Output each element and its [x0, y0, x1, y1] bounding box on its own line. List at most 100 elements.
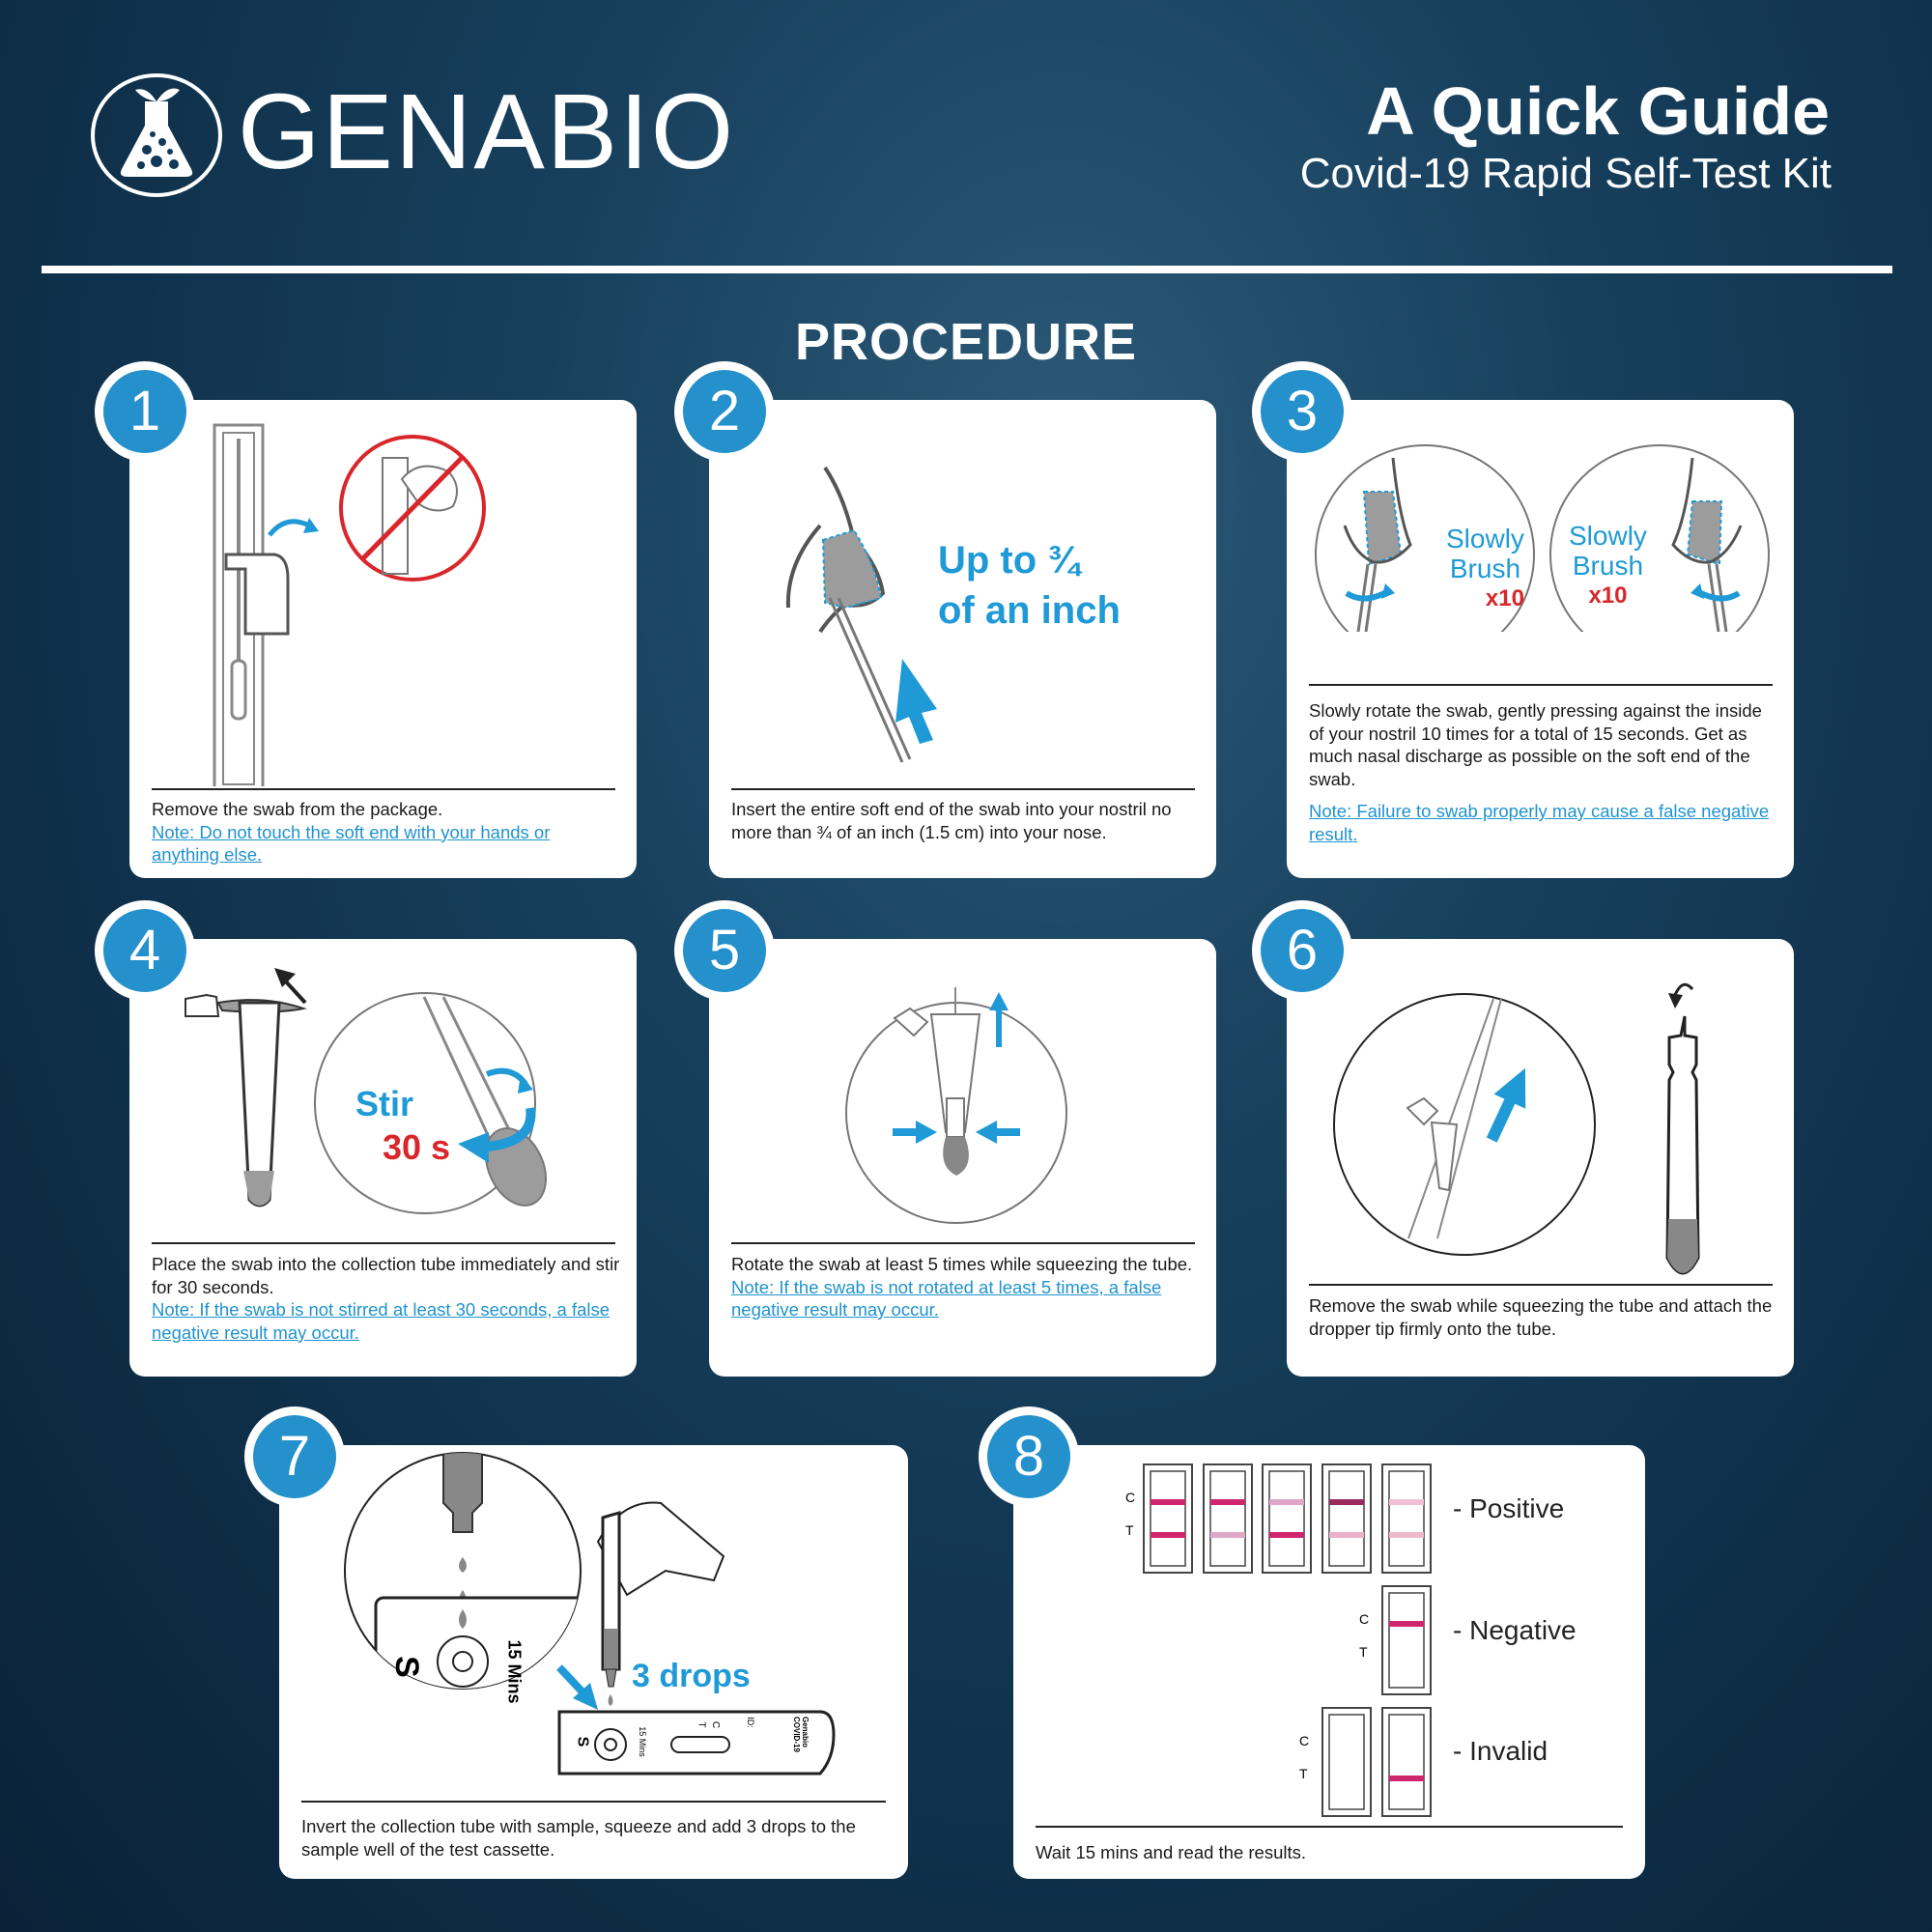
positive-strip-4-c-line	[1329, 1499, 1364, 1505]
dropper-tip-illustration	[1333, 982, 1700, 1275]
step-4-divider	[152, 1242, 615, 1244]
step-3-caption: Slowly rotate the swab, gently pressing …	[1309, 699, 1773, 845]
add-drops-illustration	[344, 1452, 836, 1776]
step-5-note: Note: If the swab is not rotated at leas…	[731, 1276, 1162, 1321]
guide-title: A Quick Guide	[1366, 73, 1830, 149]
step-5-text: Rotate the swab at least 5 times while s…	[731, 1254, 1193, 1274]
result-t-invalid: T	[1299, 1766, 1308, 1781]
step-3-badge: 3	[1261, 370, 1344, 453]
step-5-caption: Rotate the swab at least 5 times while s…	[731, 1253, 1195, 1321]
positive-strip-3	[1262, 1463, 1312, 1574]
step-3-card: Slowly Brush x10 Slowly Brush x10 Slowly…	[1287, 400, 1794, 878]
step-3-divider	[1309, 684, 1773, 686]
step-3-label-left-line1: Slowly	[1446, 524, 1524, 554]
step-8-badge: 8	[987, 1415, 1070, 1498]
step-7-card: S 15 Mins 3 drops S 15 Mins C T ID: Gena…	[279, 1445, 908, 1879]
step-4-card: Stir 30 s Place the swab into the collec…	[129, 939, 637, 1377]
step-3-count-left: x10	[1485, 585, 1524, 611]
step-3-label-right-line2: Brush	[1572, 551, 1644, 581]
step-1-card: Remove the swab from the package. Note: …	[129, 400, 637, 878]
step-8-caption: Wait 15 mins and read the results.	[1036, 1841, 1623, 1864]
section-title: PROCEDURE	[794, 313, 1138, 371]
guide-subtitle: Covid-19 Rapid Self-Test Kit	[1299, 150, 1832, 197]
step-1-text: Remove the swab from the package.	[152, 799, 443, 819]
negative-strip	[1381, 1585, 1432, 1695]
step-8-card: C T C T C T - Positive - Negative - Inva…	[1013, 1445, 1645, 1879]
squeeze-tube-illustration	[845, 987, 1067, 1224]
step-1-divider	[152, 788, 615, 790]
step-2-callout-line2: of an inch	[938, 589, 1121, 632]
positive-strip-5	[1381, 1463, 1432, 1574]
step-2-caption: Insert the entire soft end of the swab i…	[731, 798, 1195, 843]
step-4-caption: Place the swab into the collection tube …	[152, 1253, 620, 1344]
step-8-divider	[1036, 1826, 1623, 1828]
swab-package-illustration	[213, 423, 319, 786]
step-3-label-left: Slowly Brush x10	[1446, 524, 1524, 613]
step-6-badge: 6	[1261, 909, 1344, 992]
positive-strip-3-t-line	[1269, 1532, 1304, 1538]
step-3-text: Slowly rotate the swab, gently pressing …	[1309, 700, 1762, 789]
nose-insert-illustration	[785, 466, 937, 763]
step-7-text: Invert the collection tube with sample, …	[301, 1816, 856, 1860]
step-1-caption: Remove the swab from the package. Note: …	[152, 798, 615, 867]
step-2-callout: Up to ¾ of an inch	[938, 535, 1121, 636]
result-t-positive: T	[1125, 1522, 1134, 1538]
test-results-illustration	[1143, 1463, 1432, 1817]
invalid-label: - Invalid	[1453, 1736, 1548, 1766]
step-2-badge: 2	[683, 370, 766, 453]
step-4-text: Place the swab into the collection tube …	[152, 1254, 620, 1297]
result-c-positive: C	[1125, 1490, 1136, 1505]
result-c-negative: C	[1359, 1611, 1370, 1627]
step-6-caption: Remove the swab while squeezing the tube…	[1309, 1294, 1773, 1340]
no-touch-icon	[339, 435, 486, 582]
step-7-divider	[301, 1801, 886, 1803]
step-2-divider	[731, 788, 1195, 790]
cassette-mins-small: 15 Mins	[637, 1726, 647, 1757]
cassette-t: T	[696, 1721, 707, 1728]
invalid-strip-2-t-line	[1389, 1776, 1424, 1781]
step-7-drops-label: 3 drops	[632, 1658, 751, 1694]
result-c-invalid: C	[1299, 1733, 1310, 1748]
header-divider	[42, 266, 1892, 273]
step-2-card: Up to ¾ of an inch Insert the entire sof…	[709, 400, 1216, 878]
step-3-count-right: x10	[1588, 582, 1628, 609]
step-2-callout-line1: Up to ¾	[938, 539, 1080, 582]
step-1-note: Note: Do not touch the soft end with you…	[152, 821, 551, 866]
step-6-card: Remove the swab while squeezing the tube…	[1287, 939, 1794, 1377]
step-3-note: Note: Failure to swab properly may cause…	[1309, 801, 1770, 844]
step-4-stir-label: Stir	[355, 1084, 414, 1123]
invalid-strip-1	[1321, 1707, 1372, 1817]
step-5-divider	[731, 1242, 1195, 1244]
negative-strip-c-line	[1389, 1621, 1424, 1627]
invalid-strip-2	[1381, 1707, 1432, 1817]
step-7-caption: Invert the collection tube with sample, …	[301, 1815, 886, 1861]
collection-tube-illustration	[185, 968, 547, 1214]
step-3-label-right-line1: Slowly	[1569, 521, 1647, 551]
step-4-badge: 4	[103, 909, 186, 992]
result-t-negative: T	[1359, 1644, 1368, 1660]
step-8-text: Wait 15 mins and read the results.	[1036, 1842, 1307, 1862]
cassette-c: C	[710, 1720, 722, 1729]
cassette-id: ID:	[745, 1717, 755, 1728]
step-6-text: Remove the swab while squeezing the tube…	[1309, 1295, 1773, 1339]
step-6-divider	[1309, 1284, 1773, 1286]
cassette-brand: Genabio COVID-19	[792, 1717, 810, 1752]
step-5-badge: 5	[683, 909, 766, 992]
positive-strip-2-t-line	[1210, 1532, 1245, 1538]
positive-strip-2	[1203, 1463, 1253, 1574]
positive-strip-1-t-line	[1151, 1532, 1185, 1538]
step-5-card: Rotate the swab at least 5 times while s…	[709, 939, 1216, 1377]
positive-strip-1	[1143, 1463, 1193, 1574]
positive-strip-3-c-line	[1269, 1499, 1304, 1505]
positive-strip-4-t-line	[1329, 1532, 1364, 1538]
step-7-badge: 7	[253, 1415, 336, 1498]
positive-strip-1-c-line	[1151, 1499, 1185, 1505]
step-4-note: Note: If the swab is not stirred at leas…	[152, 1299, 611, 1343]
positive-strip-2-c-line	[1210, 1499, 1245, 1505]
positive-label: - Positive	[1453, 1493, 1565, 1523]
brand-name: GENABIO	[238, 72, 736, 191]
positive-strip-4	[1321, 1463, 1372, 1574]
negative-label: - Negative	[1453, 1615, 1577, 1645]
step-3-label-left-line2: Brush	[1449, 554, 1521, 583]
